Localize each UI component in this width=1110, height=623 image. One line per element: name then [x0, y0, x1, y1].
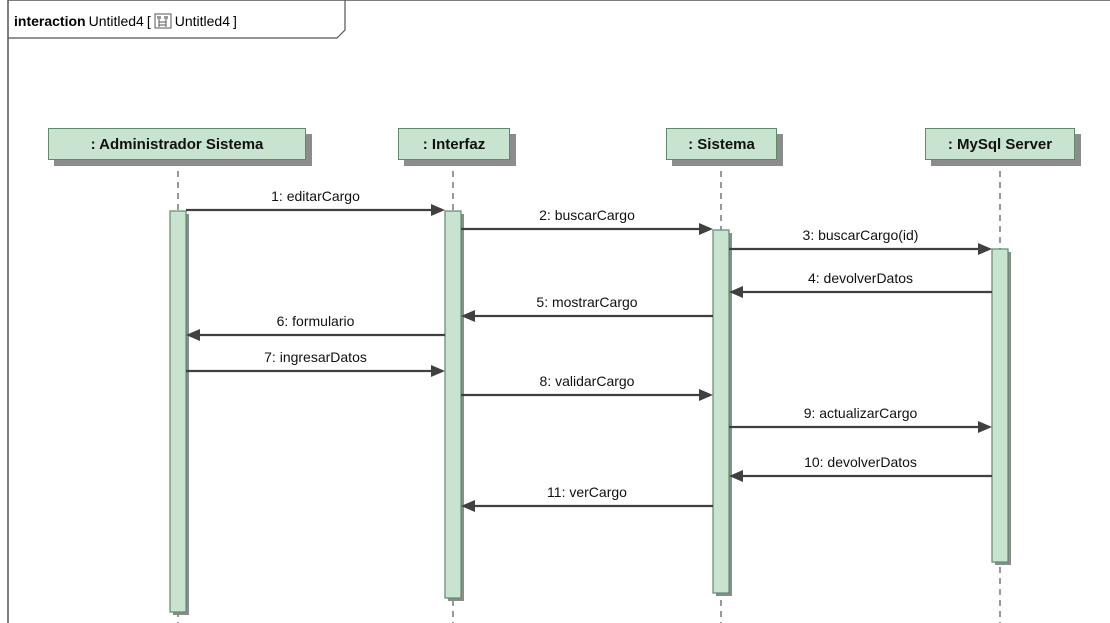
- frame-name: Untitled4: [88, 13, 144, 29]
- message-6-arrow: [186, 329, 445, 341]
- activation-bar-mysql: [991, 248, 1009, 563]
- message-5-arrow: [461, 310, 713, 322]
- message-11-arrow: [461, 500, 713, 512]
- message-10-arrow: [729, 470, 992, 482]
- message-2-arrow: [461, 223, 713, 235]
- message-5-label: 5: mostrarCargo: [536, 294, 638, 310]
- message-4-label: 4: devolverDatos: [807, 270, 914, 286]
- message-4-arrow: [729, 286, 992, 298]
- lifeline-sistema-header[interactable]: : Sistema: [666, 128, 777, 160]
- lifeline-admin-header[interactable]: : Administrador Sistema: [48, 128, 306, 160]
- message-8-label: 8: validarCargo: [539, 373, 635, 389]
- activation-bar-sistema: [712, 229, 730, 594]
- interaction-diagram-icon: [154, 13, 172, 29]
- frame-keyword: interaction: [14, 13, 86, 29]
- message-7-arrow: [186, 365, 445, 377]
- frame-title: interaction Untitled4 [ Untitled4 ]: [14, 13, 237, 29]
- message-10-label: 10: devolverDatos: [804, 454, 917, 470]
- message-6-label: 6: formulario: [276, 313, 355, 329]
- message-8-arrow: [461, 389, 713, 401]
- frame-name-tab: [8, 0, 346, 39]
- message-7-label: 7: ingresarDatos: [264, 349, 367, 365]
- frame-ref-name: Untitled4: [174, 13, 230, 29]
- lifeline-mysql-header[interactable]: : MySql Server: [925, 128, 1075, 160]
- activation-bar-admin: [169, 210, 187, 613]
- message-1-arrow: [186, 204, 445, 216]
- message-9-label: 9: actualizarCargo: [803, 405, 918, 421]
- message-9-arrow: [729, 421, 992, 433]
- message-3-arrow: [729, 243, 992, 255]
- message-2-label: 2: buscarCargo: [539, 207, 635, 223]
- frame-bracket-open: [: [146, 13, 151, 29]
- message-11-label: 11: verCargo: [547, 484, 627, 500]
- message-3-label: 3: buscarCargo(id): [802, 227, 919, 243]
- message-1-label: 1: editarCargo: [271, 188, 360, 204]
- lifeline-interfaz-header[interactable]: : Interfaz: [398, 128, 510, 160]
- frame-bracket-close: ]: [233, 13, 237, 29]
- activation-bar-interfaz: [444, 210, 462, 599]
